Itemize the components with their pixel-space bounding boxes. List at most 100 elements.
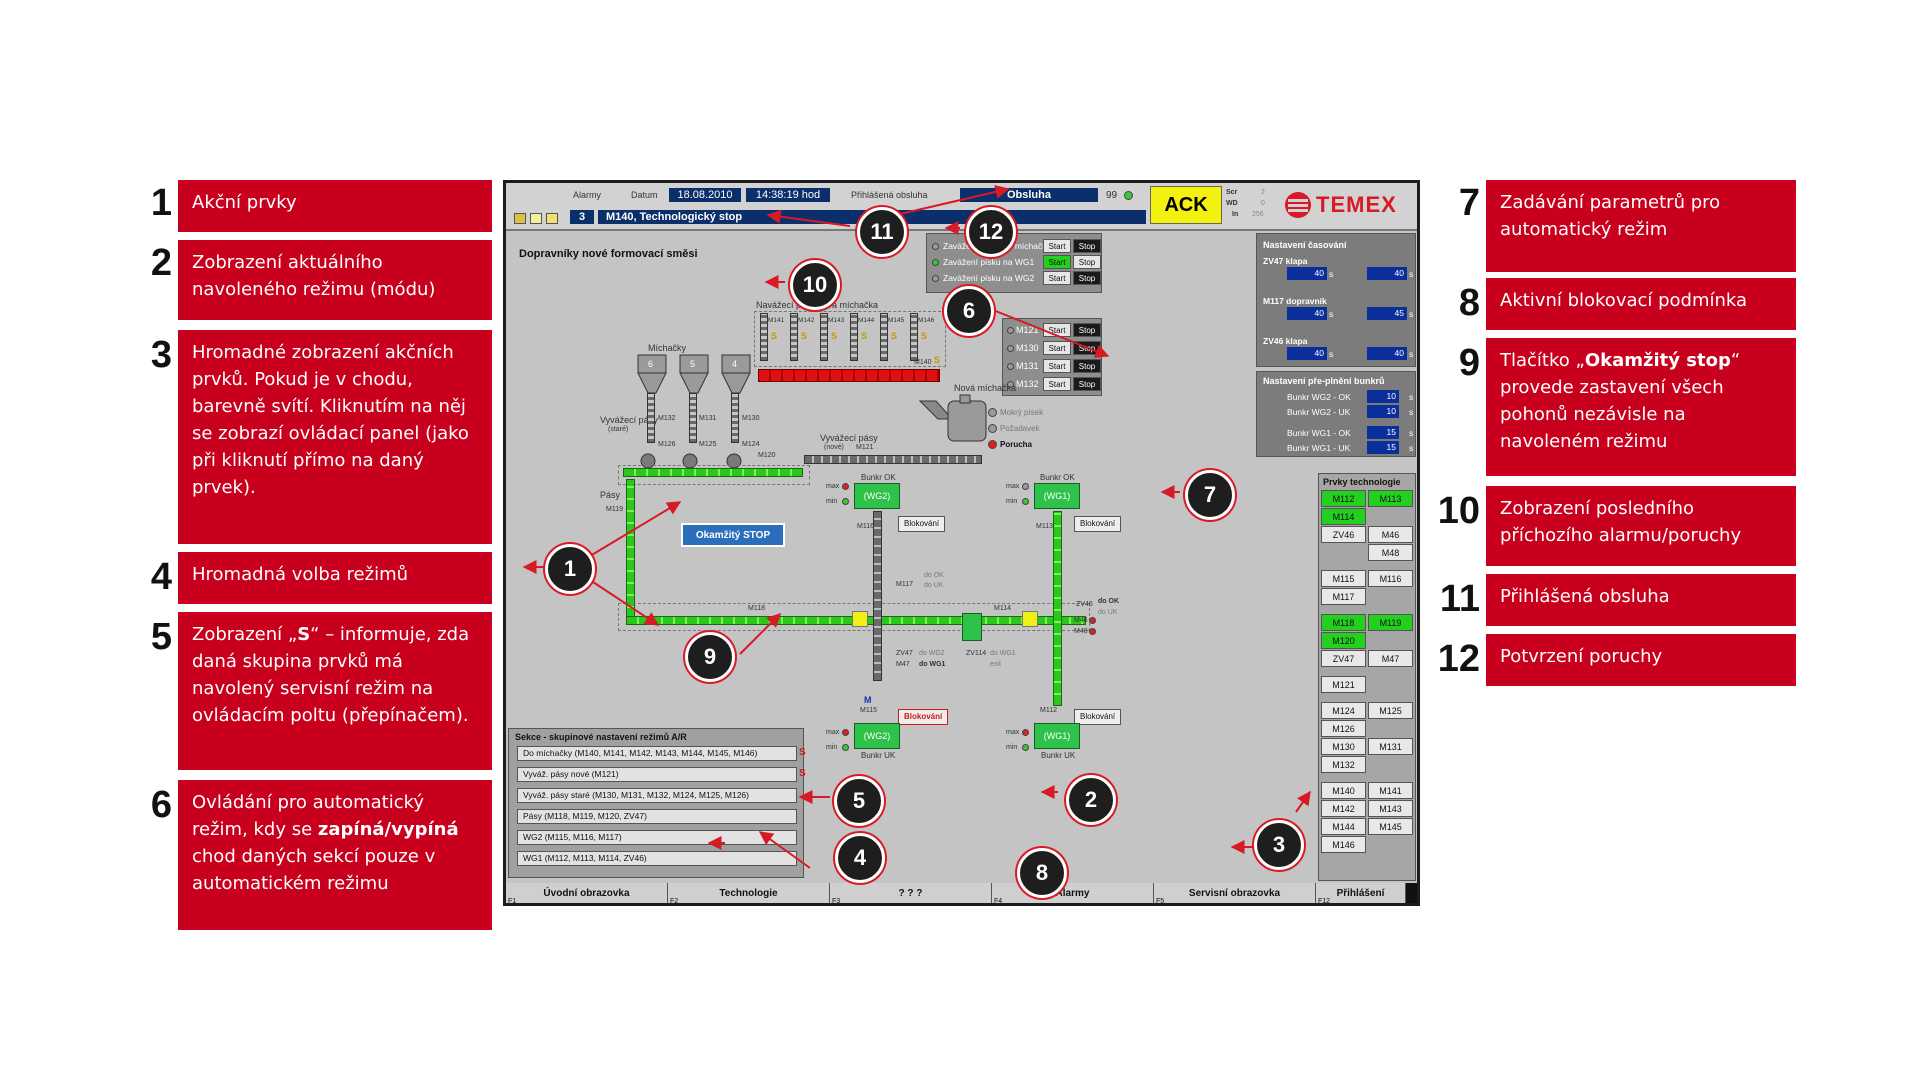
timing-1b[interactable]: 40	[1367, 267, 1407, 280]
legend-item-11: Přihlášená obsluha	[1486, 574, 1796, 626]
section-row-1[interactable]: Do míchačky (M140, M141, M142, M143, M14…	[517, 746, 797, 761]
motor-start-4[interactable]: Start	[1043, 377, 1071, 391]
auto-start-3[interactable]: Start	[1043, 271, 1071, 285]
motor-start-2[interactable]: Start	[1043, 341, 1071, 355]
wg1-uk-blocking-button[interactable]: Blokování	[1074, 709, 1122, 725]
ack-button[interactable]: ACK	[1150, 186, 1222, 224]
overfill-2[interactable]: 10	[1367, 405, 1399, 418]
tech-zv46[interactable]: ZV46	[1321, 526, 1366, 543]
motor-stop-3[interactable]: Stop	[1073, 359, 1101, 373]
tech-m112[interactable]: M112	[1321, 490, 1366, 507]
section-row-5[interactable]: WG2 (M115, M116, M117)	[517, 830, 797, 845]
timing-2a[interactable]: 40	[1287, 307, 1327, 320]
tech-m48[interactable]: M48	[1368, 544, 1413, 561]
tech-m116[interactable]: M116	[1368, 570, 1413, 587]
feed-belt-m146[interactable]	[910, 313, 918, 361]
tech-m132[interactable]: M132	[1321, 756, 1366, 773]
overfill-4[interactable]: 15	[1367, 441, 1399, 454]
belt-m116[interactable]	[873, 511, 882, 681]
tech-m141[interactable]: M141	[1368, 782, 1413, 799]
tech-m143[interactable]: M143	[1368, 800, 1413, 817]
tech-m145[interactable]: M145	[1368, 818, 1413, 835]
tech-m115[interactable]: M115	[1321, 570, 1366, 587]
tech-m142[interactable]: M142	[1321, 800, 1366, 817]
tech-m117[interactable]: M117	[1321, 588, 1366, 605]
emergency-stop-button[interactable]: Okamžitý STOP	[681, 523, 785, 547]
tech-m144[interactable]: M144	[1321, 818, 1366, 835]
motor-stop-4[interactable]: Stop	[1073, 377, 1101, 391]
feed-belt-m143[interactable]	[820, 313, 828, 361]
zv46-flap[interactable]	[1022, 611, 1038, 627]
bunker-wg1-ok[interactable]: (WG1)	[1034, 483, 1080, 509]
feed-belt-m141[interactable]	[760, 313, 768, 361]
callout-marker-12: 12	[966, 207, 1016, 257]
bunker-wg1-uk[interactable]: (WG1)	[1034, 723, 1080, 749]
tech-m131[interactable]: M131	[1368, 738, 1413, 755]
tech-m126[interactable]: M126	[1321, 720, 1366, 737]
wg2-blocking-button[interactable]: Blokování	[898, 516, 946, 532]
fkey-f3[interactable]: F3? ? ?	[830, 883, 992, 903]
tech-m140[interactable]: M140	[1321, 782, 1366, 799]
tech-m114[interactable]: M114	[1321, 508, 1366, 525]
tech-m125[interactable]: M125	[1368, 702, 1413, 719]
bunker-wg2-ok[interactable]: (WG2)	[854, 483, 900, 509]
belt-m140[interactable]	[758, 369, 940, 382]
belt-m132[interactable]	[647, 393, 655, 443]
timing-2b[interactable]: 45	[1367, 307, 1407, 320]
new-mixer-icon[interactable]	[918, 391, 994, 451]
motor-start-3[interactable]: Start	[1043, 359, 1071, 373]
motor-led-1	[1007, 327, 1014, 334]
callout-marker-5: 5	[834, 776, 884, 826]
label-m141: M141	[768, 317, 785, 324]
section-row-6[interactable]: WG1 (M112, M113, M114, ZV46)	[517, 851, 797, 866]
auto-stop-1[interactable]: Stop	[1073, 239, 1101, 253]
active-blocking-button[interactable]: Blokování	[898, 709, 949, 725]
feed-belt-m142[interactable]	[790, 313, 798, 361]
timing-3a[interactable]: 40	[1287, 347, 1327, 360]
overfill-3[interactable]: 15	[1367, 426, 1399, 439]
overfill-1[interactable]: 10	[1367, 390, 1399, 403]
edit-icon[interactable]	[530, 213, 542, 224]
auto-start-1[interactable]: Start	[1043, 239, 1071, 253]
timing-1a[interactable]: 40	[1287, 267, 1327, 280]
feed-belt-m145[interactable]	[880, 313, 888, 361]
unit-s: s	[1329, 349, 1334, 359]
belt-m121[interactable]	[804, 455, 982, 464]
zv114-gate[interactable]	[962, 613, 982, 641]
tech-m113[interactable]: M113	[1368, 490, 1413, 507]
belt-m120[interactable]	[623, 468, 803, 477]
feed-belt-m144[interactable]	[850, 313, 858, 361]
tech-m124[interactable]: M124	[1321, 702, 1366, 719]
note-icon[interactable]	[546, 213, 558, 224]
wg1-blocking-button[interactable]: Blokování	[1074, 516, 1122, 532]
belt-m130[interactable]	[731, 393, 739, 443]
tech-m121[interactable]: M121	[1321, 676, 1366, 693]
tech-m46[interactable]: M46	[1368, 526, 1413, 543]
auto-stop-3[interactable]: Stop	[1073, 271, 1101, 285]
service-s-m141: S	[771, 331, 778, 341]
auto-control-panel: Zavážení písku do míchačky Start Stop Za…	[926, 233, 1102, 293]
tech-m47[interactable]: M47	[1368, 650, 1413, 667]
section-row-4[interactable]: Pásy (M118, M119, M120, ZV47)	[517, 809, 797, 824]
tech-m120[interactable]: M120	[1321, 632, 1366, 649]
tech-m130[interactable]: M130	[1321, 738, 1366, 755]
auto-start-2[interactable]: Start	[1043, 255, 1071, 269]
motor-stop-1[interactable]: Stop	[1073, 323, 1101, 337]
section-row-3[interactable]: Vyváž. pásy staré (M130, M131, M132, M12…	[517, 788, 797, 803]
tech-m119[interactable]: M119	[1368, 614, 1413, 631]
belt-m131[interactable]	[689, 393, 697, 443]
zv47-flap[interactable]	[852, 611, 868, 627]
belt-m113[interactable]	[1053, 511, 1062, 706]
auto-stop-2[interactable]: Stop	[1073, 255, 1101, 269]
tech-zv47[interactable]: ZV47	[1321, 650, 1366, 667]
section-row-2[interactable]: Vyváž. pásy nové (M121)	[517, 767, 797, 782]
tech-m118[interactable]: M118	[1321, 614, 1366, 631]
bunker-wg2-uk[interactable]: (WG2)	[854, 723, 900, 749]
tech-m146[interactable]: M146	[1321, 836, 1366, 853]
folder-icon[interactable]	[514, 213, 526, 224]
timing-3b[interactable]: 40	[1367, 347, 1407, 360]
